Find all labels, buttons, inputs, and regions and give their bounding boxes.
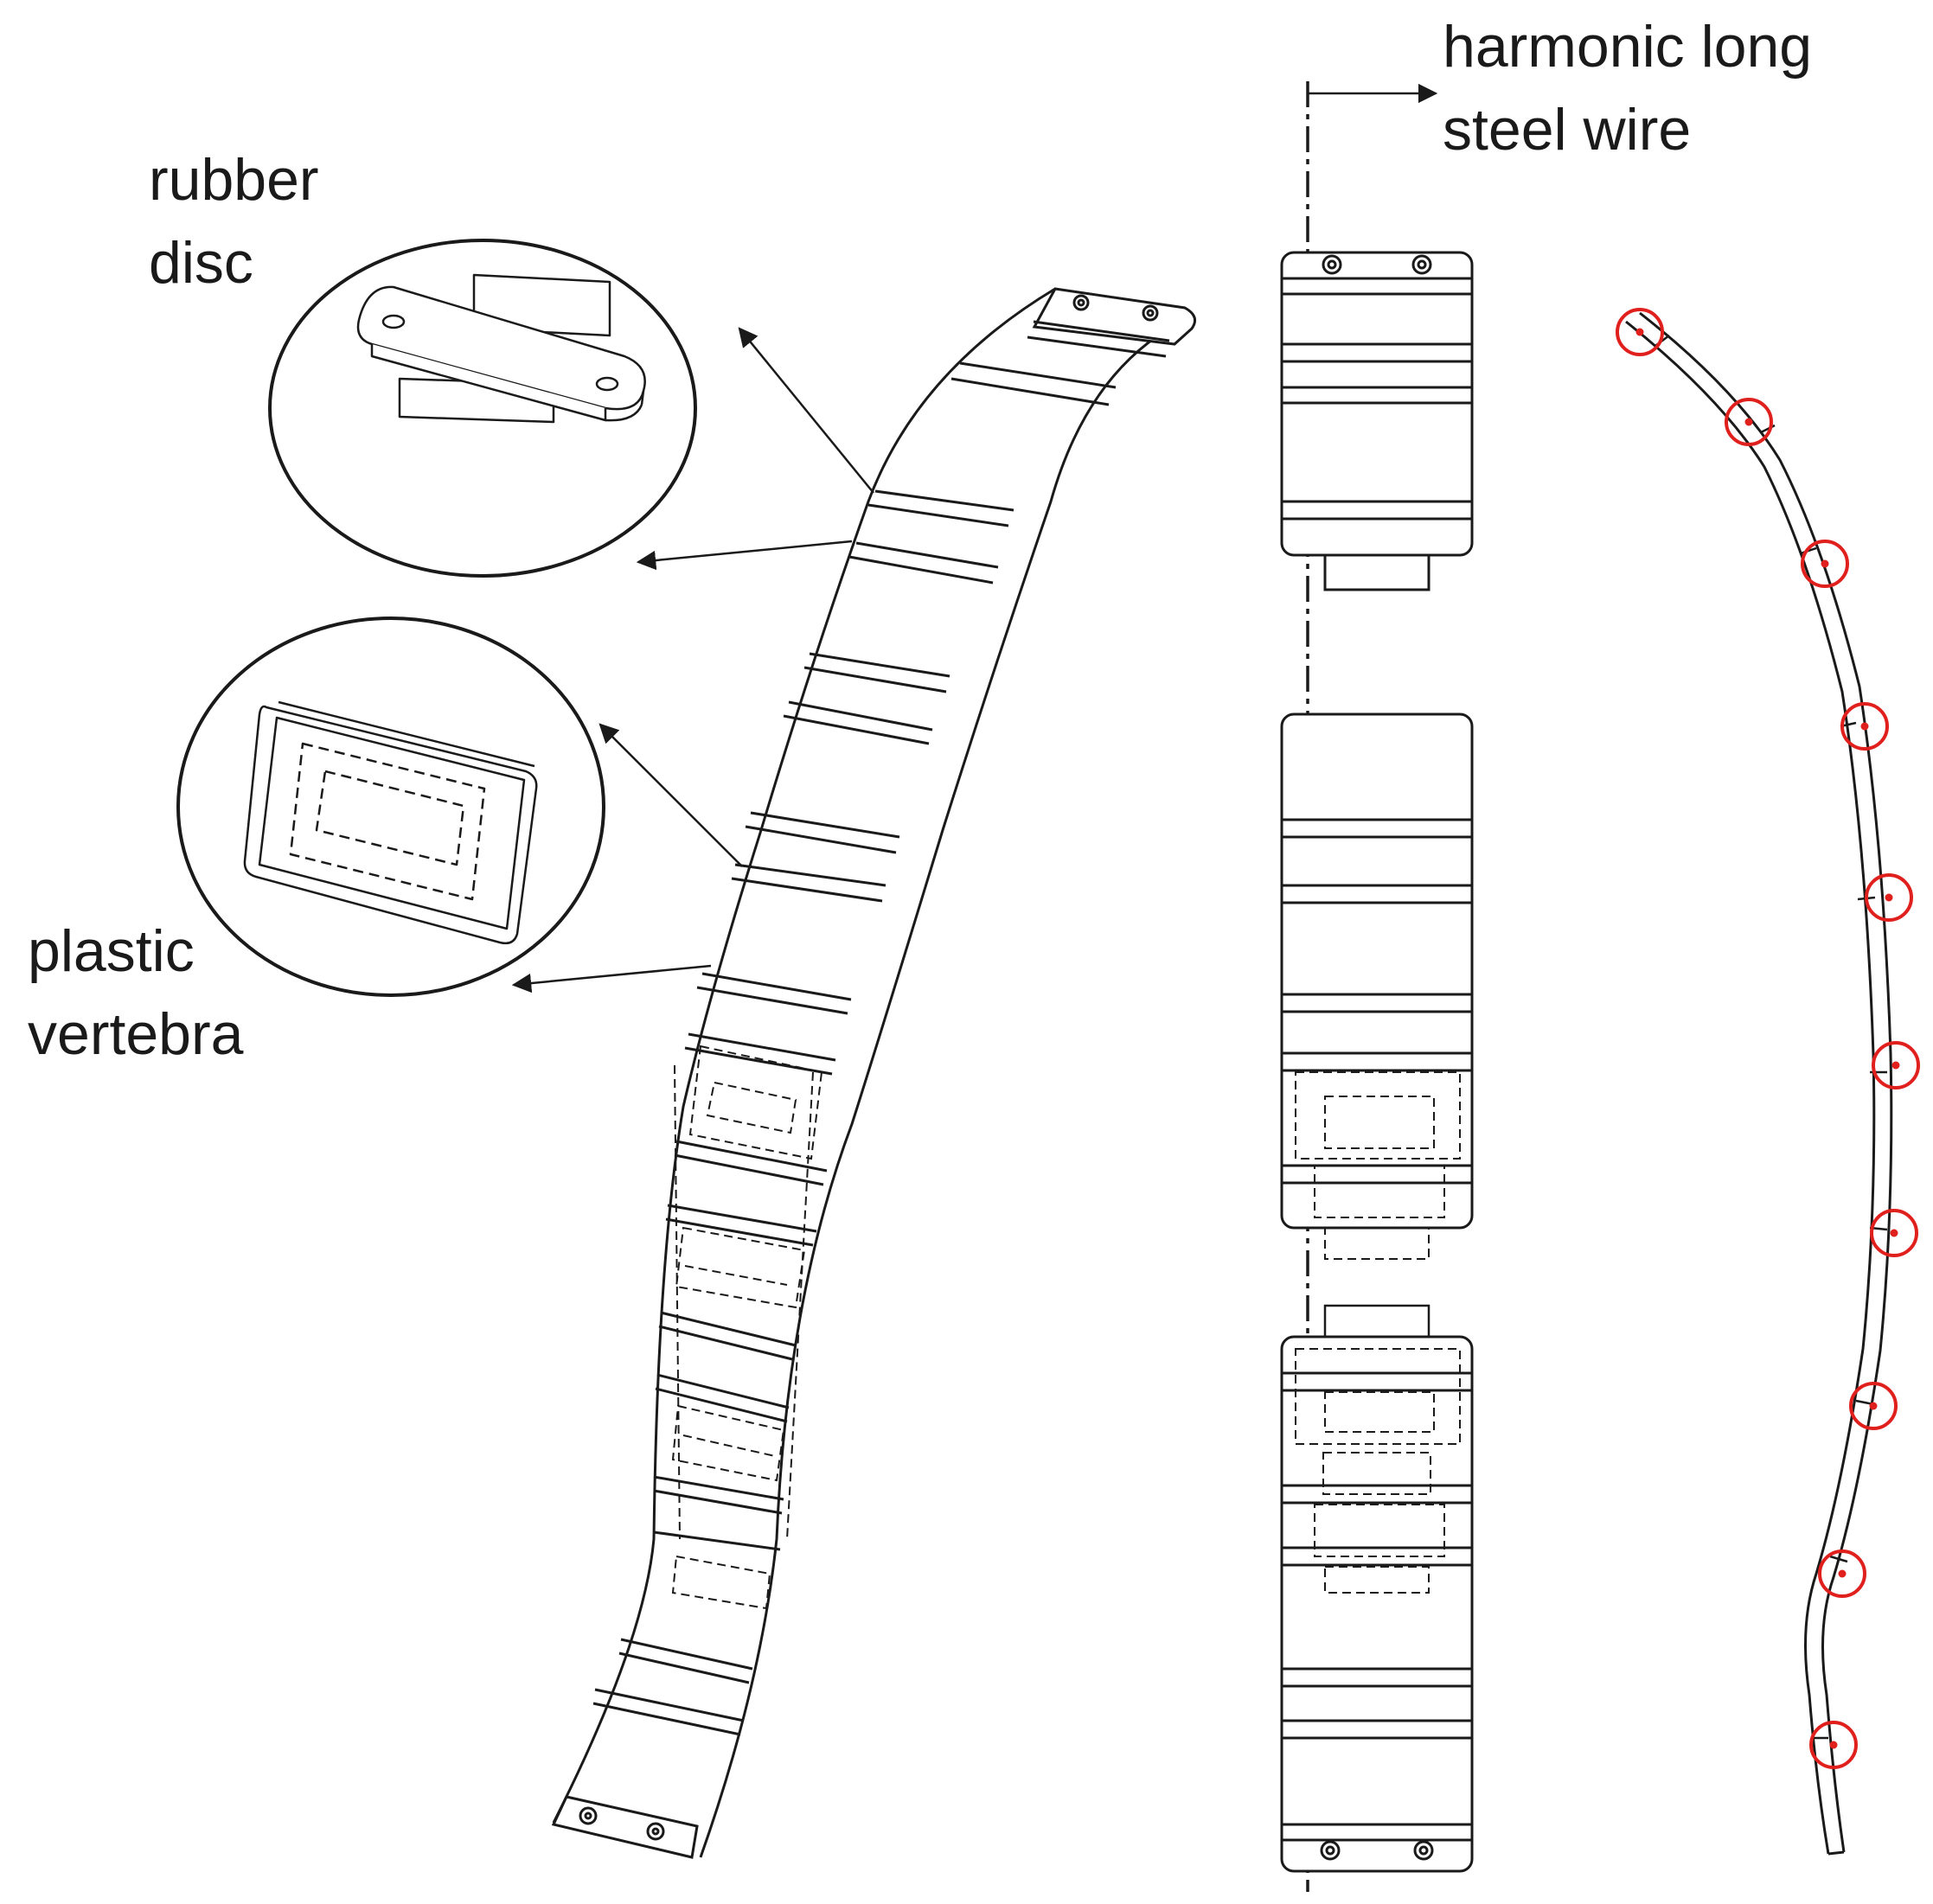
plastic-vertebra-label-line-1: plastic [28, 918, 195, 984]
rubber-disc-model [356, 273, 646, 424]
joint-marker-8 [1849, 1382, 1898, 1430]
joint-marker-10 [1809, 1721, 1858, 1769]
spine-bottom-cap [551, 1795, 699, 1859]
joint-marker-3 [1801, 540, 1849, 588]
isometric-spine-assembly [551, 287, 1197, 1859]
rubber-disc-label-line-2: disc [149, 230, 253, 296]
joint-marker-5 [1865, 873, 1913, 922]
spine-hidden-details [671, 1045, 823, 1610]
side-view-curve-with-joints [1616, 308, 1920, 1856]
steel-wire-label-line-1: harmonic long [1443, 14, 1813, 80]
plastic-vertebra-callout-circle [176, 617, 605, 997]
plastic-vertebra-arrow-upper [598, 723, 743, 867]
spine-right-edge [699, 315, 1193, 1858]
rubber-disc-arrow-lower [636, 540, 853, 571]
front-view-with-wire [1280, 81, 1474, 1892]
side-view-spine [1625, 311, 1893, 1856]
joint-marker-4 [1840, 702, 1889, 751]
plastic-vertebra-label: plastic vertebra [28, 910, 243, 1076]
spine-segment-lines [592, 320, 1170, 1736]
rubber-disc-callout-circle [268, 239, 697, 578]
joint-marker-9 [1818, 1549, 1866, 1598]
joint-markers [1616, 308, 1920, 1769]
spine-left-edge [552, 287, 1056, 1824]
plastic-vertebra-model [243, 700, 538, 945]
rubber-disc-label: rubber disc [149, 138, 319, 304]
rubber-disc-label-line-1: rubber [149, 147, 319, 213]
front-middle-block [1280, 712, 1474, 1260]
joint-marker-7 [1870, 1209, 1918, 1257]
joint-marker-6 [1872, 1041, 1920, 1089]
spine-top-cap [1032, 287, 1197, 346]
rubber-disc-callout [268, 239, 874, 578]
joint-marker-1 [1616, 308, 1664, 356]
plastic-vertebra-label-line-2: vertebra [28, 1001, 244, 1067]
steel-wire-label: harmonic long steel wire [1443, 5, 1812, 171]
rubber-disc-arrow-upper [738, 327, 874, 494]
front-lower-block [1280, 1304, 1474, 1873]
front-upper-block [1280, 251, 1474, 591]
steel-wire-label-line-2: steel wire [1443, 97, 1692, 163]
plastic-vertebra-callout [176, 617, 743, 997]
joint-marker-2 [1725, 398, 1773, 446]
plastic-vertebra-arrow-lower [511, 964, 712, 994]
